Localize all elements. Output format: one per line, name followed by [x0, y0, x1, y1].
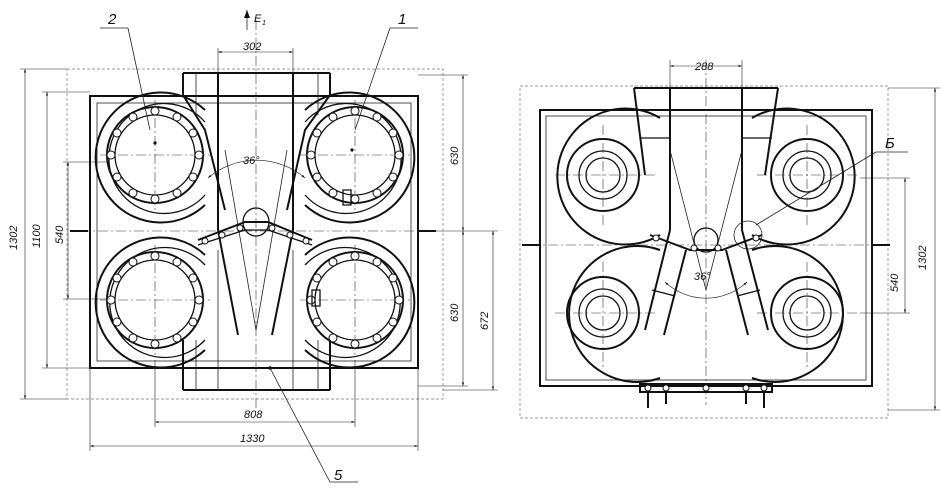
detail-b-label: Б — [885, 135, 895, 152]
right-view: 288 1302 540 36° Б — [519, 60, 940, 419]
dim-630-lower: 630 — [449, 303, 461, 322]
left-view: 302 1302 1100 540 630 630 — [8, 10, 498, 484]
left-frame-inner — [96, 102, 412, 362]
cyclone-top-right — [300, 91, 416, 224]
dim-808: 808 — [244, 409, 263, 421]
dim-672: 672 — [479, 312, 491, 330]
cyclone-bottom-right — [300, 236, 416, 369]
flow-label: E — [254, 13, 262, 25]
right-cyclone-top-right — [751, 107, 860, 246]
dim-1302-left: 1302 — [8, 226, 20, 250]
right-cyclone-top-left — [555, 107, 661, 246]
left-frame — [89, 95, 419, 369]
part-callouts: 2 1 5 — [100, 11, 418, 484]
dim-630-upper: 630 — [449, 146, 461, 165]
part-1-label: 1 — [398, 11, 406, 28]
flow-direction-arrow: E 1 — [244, 10, 266, 30]
dim-angle-right: 36° — [694, 271, 711, 283]
cyclone-top-left — [94, 91, 210, 224]
right-cyclone-bottom-right — [751, 245, 860, 383]
right-cyclone-bottom-left — [555, 245, 661, 383]
cyclone-bottom-left — [94, 236, 210, 369]
dim-1302-right: 1302 — [917, 246, 929, 270]
dim-302: 302 — [243, 41, 261, 53]
dim-288: 288 — [694, 61, 714, 73]
dim-540-right: 540 — [889, 273, 901, 292]
detail-callout: Б — [755, 135, 908, 226]
part-5-label: 5 — [334, 467, 343, 484]
right-dimensions: 288 1302 540 36° — [669, 60, 940, 411]
right-central-duct — [633, 87, 779, 336]
dim-angle-left: 36° — [243, 155, 260, 167]
dim-1100: 1100 — [31, 223, 43, 248]
dim-540-left: 540 — [54, 225, 66, 244]
part-2-label: 2 — [107, 11, 117, 28]
right-bottom-flange — [639, 383, 773, 408]
left-dimensions: 302 1302 1100 540 630 630 — [8, 41, 498, 451]
dim-1330: 1330 — [240, 433, 265, 445]
flow-label-sub: 1 — [262, 20, 266, 27]
